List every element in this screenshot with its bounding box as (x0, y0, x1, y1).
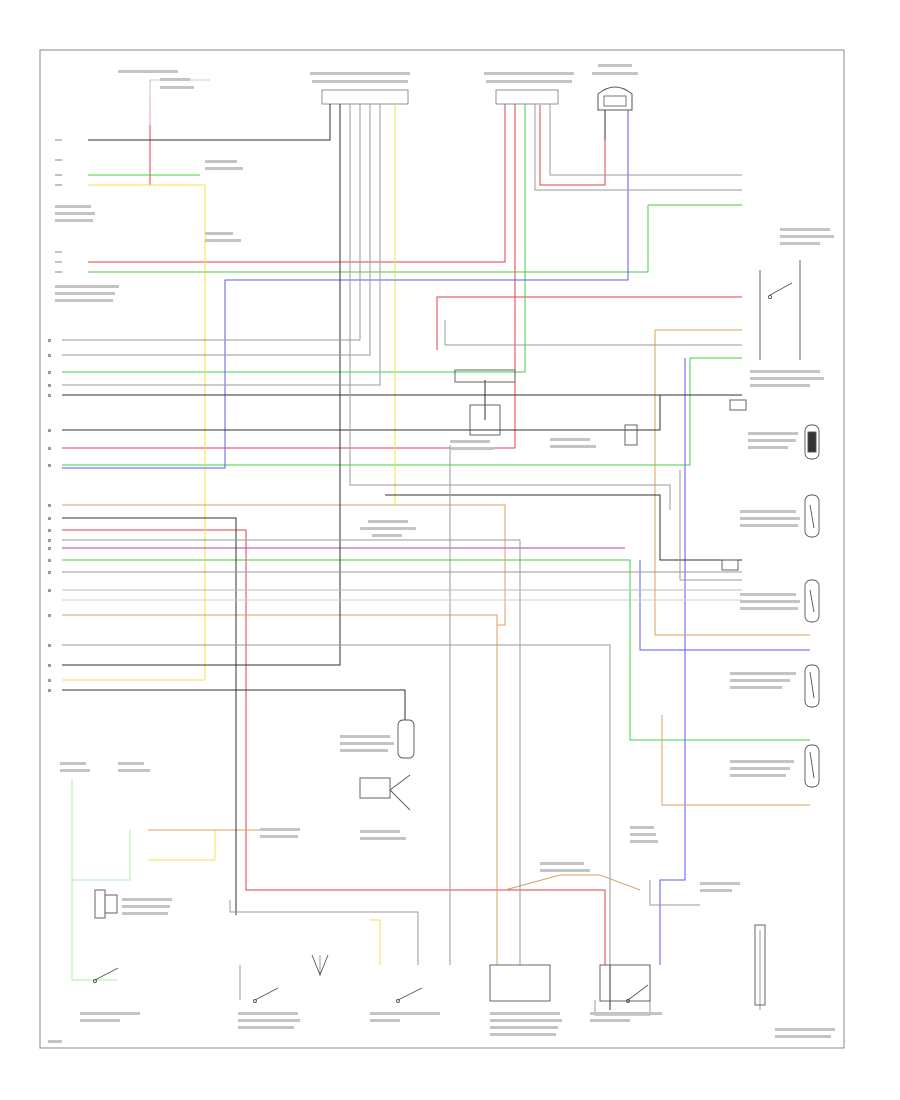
wire-lightgreen-2 (72, 830, 131, 881)
diagram-frame (39, 49, 845, 1049)
wire-orange-5 (661, 715, 810, 806)
bottom-switches (93, 967, 649, 1003)
module-bottom-right (754, 924, 766, 1006)
wire-yellow-3 (148, 829, 216, 861)
relay-switch-right (759, 260, 801, 360)
wire-green-6 (62, 559, 810, 741)
wire-yellow-1 (62, 184, 206, 681)
sensor-icon (597, 86, 633, 111)
wire-black-1 (88, 105, 331, 141)
wire-gray-1 (62, 105, 361, 341)
wire-red-1 (88, 105, 151, 186)
wire-blue-3 (639, 560, 810, 651)
wire-black-8 (62, 517, 237, 915)
wire-green-3 (88, 205, 649, 273)
wire-gray-2 (62, 105, 371, 356)
connector-bottom-right (599, 964, 651, 1002)
wire-gray-3 (62, 105, 381, 386)
top-connectors (149, 79, 633, 111)
wire-black-3 (62, 395, 661, 431)
wire-orange-2 (62, 614, 498, 965)
sensor-capsule-4 (804, 664, 820, 708)
wire-gray-13 (679, 470, 742, 581)
connector-drop-lines (329, 104, 629, 140)
wire-red-6 (62, 529, 606, 965)
relay-box-center (454, 369, 516, 383)
wire-gray-6 (62, 644, 611, 965)
wire-black-4 (62, 105, 341, 666)
sensor-capsule-5 (804, 744, 820, 788)
wire-blue-2 (659, 358, 686, 965)
wire-blue-1 (62, 140, 629, 469)
wire-orange-7 (504, 874, 641, 891)
switch-body-left (94, 889, 106, 919)
sensor-capsule-3 (804, 579, 820, 623)
pin-marks-left (48, 339, 51, 692)
sensor-capsule-6 (397, 719, 415, 759)
sensor-capsule-1 (804, 424, 820, 460)
wire-gray-11 (534, 105, 742, 191)
text-placeholders (48, 64, 835, 1043)
connector-right-2 (721, 559, 739, 571)
wire-orange-4 (654, 330, 810, 636)
wire-yellow-4 (370, 919, 381, 965)
wire-gray-4 (349, 105, 671, 510)
wire-green-4 (62, 105, 526, 373)
wire-lightgreen-1 (71, 780, 118, 981)
wire-orange-1 (62, 504, 506, 626)
components (55, 139, 820, 1006)
connector-top-center (321, 89, 409, 105)
connector-top-right (495, 89, 559, 105)
left-terminal-ticks (55, 139, 62, 273)
wire-red-4 (436, 296, 742, 350)
wire-red-2 (88, 105, 506, 263)
wire-black-6 (385, 494, 742, 561)
wire-red-5 (62, 105, 516, 449)
wire-gray-7 (62, 539, 521, 965)
wire-black-5 (62, 689, 406, 720)
wire-harness (62, 100, 810, 1016)
wire-red-3 (539, 105, 606, 186)
sensor-capsule-2 (804, 494, 820, 538)
connector-right-1 (729, 399, 747, 411)
resistor-component (624, 424, 638, 446)
wire-gray-10 (549, 105, 742, 176)
wire-gray-9 (229, 900, 419, 965)
connector-bottom-center (489, 964, 551, 1002)
relay-body-center (469, 404, 501, 436)
antenna-icon (311, 954, 329, 977)
module-box (359, 777, 391, 799)
wire-green-5 (62, 357, 742, 466)
